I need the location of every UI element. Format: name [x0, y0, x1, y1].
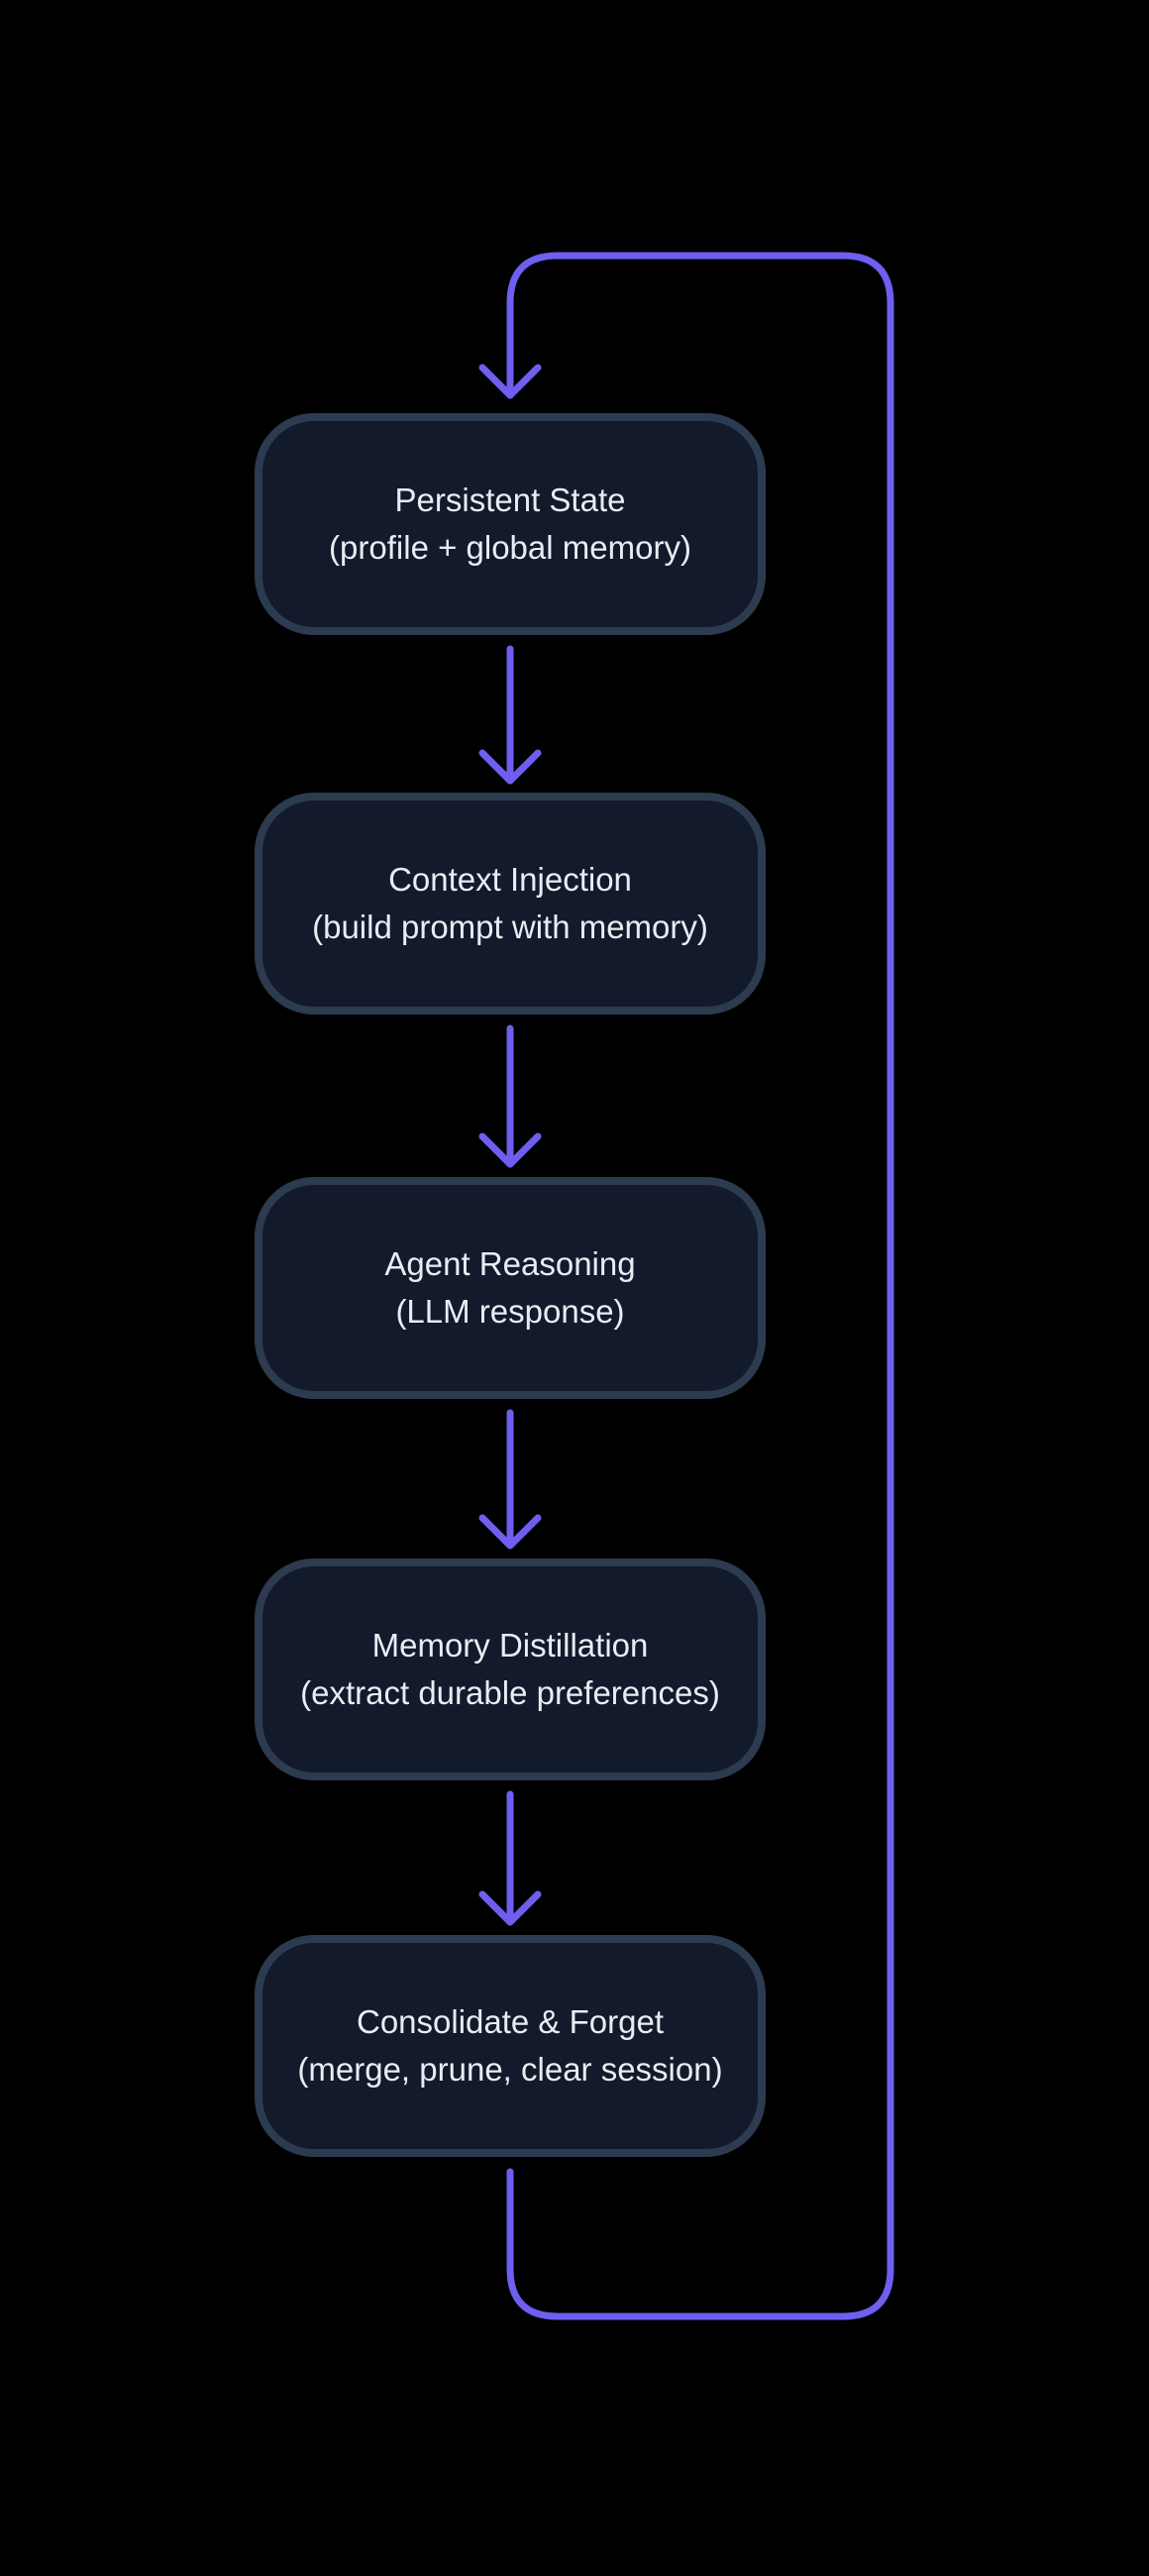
node-memory-distillation: Memory Distillation (extract durable pre… — [255, 1558, 766, 1780]
node-title: Memory Distillation — [371, 1627, 649, 1664]
node-title: Context Injection — [388, 861, 632, 898]
node-consolidate-forget: Consolidate & Forget (merge, prune, clea… — [255, 1935, 766, 2157]
node-title: Consolidate & Forget — [356, 2003, 664, 2040]
arrow-4-arrowhead-down-icon — [478, 1890, 542, 1926]
node-subtitle: (build prompt with memory) — [312, 909, 708, 945]
arrow-2-arrowhead-down-icon — [478, 1132, 542, 1168]
node-agent-reasoning: Agent Reasoning (LLM response) — [255, 1177, 766, 1399]
node-subtitle: (merge, prune, clear session) — [297, 2051, 723, 2088]
arrow-3-arrowhead-down-icon — [478, 1514, 542, 1550]
node-subtitle: (profile + global memory) — [329, 529, 691, 566]
node-subtitle: (LLM response) — [395, 1293, 625, 1330]
feedback-loop-arrowhead-down-icon — [478, 364, 542, 399]
node-title: Agent Reasoning — [384, 1245, 636, 1282]
arrow-1-arrowhead-down-icon — [478, 749, 542, 785]
node-subtitle: (extract durable preferences) — [300, 1674, 720, 1711]
node-context-injection: Context Injection (build prompt with mem… — [255, 793, 766, 1015]
node-persistent-state: Persistent State (profile + global memor… — [255, 413, 766, 635]
node-title: Persistent State — [394, 482, 626, 518]
